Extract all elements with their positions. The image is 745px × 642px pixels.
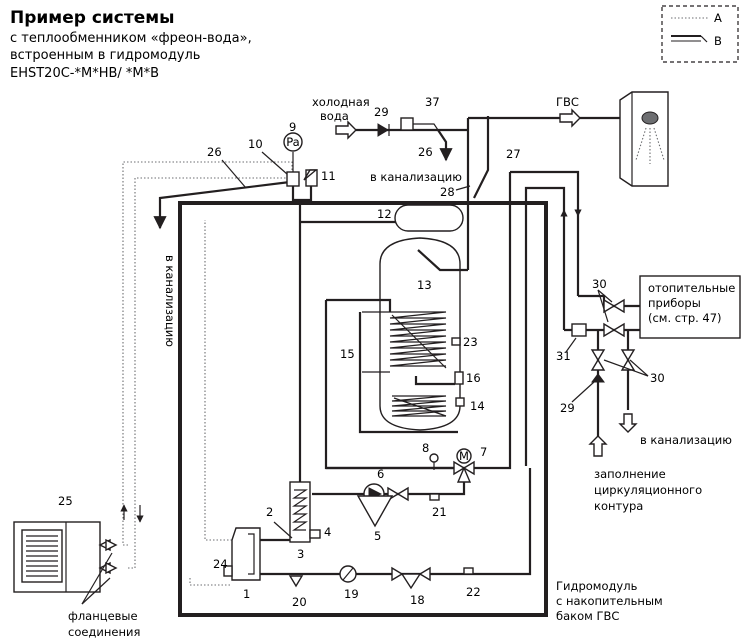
cold-water-label-2: вода [320,109,349,123]
label-26-left: 26 [207,145,222,159]
label-11: 11 [321,169,336,183]
label-31: 31 [556,349,571,363]
cold-water-arrow-icon [335,120,357,140]
refrigerant-heat-exchanger [231,527,261,581]
lower-coil-icon [391,395,447,417]
label-23: 23 [463,335,478,349]
drain-pipe-left [153,180,291,230]
shower-icon [619,91,669,187]
drain-label-right: в канализацию [640,433,732,447]
label-4: 4 [324,525,331,539]
label-21: 21 [432,505,447,519]
label-25: 25 [58,494,73,508]
pa-label: Pa [286,135,299,149]
cold-water-label-1: холодная [312,95,370,109]
three-way-valve-icon: M [453,448,475,483]
outdoor-unit [13,504,144,593]
label-7: 7 [480,445,487,459]
label-2: 2 [266,505,273,519]
hydromodule-frame [178,201,548,617]
drain-label-left: в канализацию [163,255,177,347]
strainer-icon [356,495,394,528]
label-29-bottom: 29 [560,401,575,415]
drain-label-top: в канализацию [370,170,462,184]
heaters-label-2: приборы [648,296,701,310]
label-30-top: 30 [592,277,607,291]
label-30-bottom: 30 [650,371,665,385]
expansion-vessel [394,204,464,232]
relief-valve-icon [286,171,300,187]
subtitle-line-1: с теплообменником «фреон-вода», [10,31,252,46]
legend-a-label: A [714,11,722,25]
label-15: 15 [340,347,355,361]
subtitle-line-2: встроенным в гидромодуль [10,48,200,63]
fill-label-3: контура [594,499,643,513]
strainer-valve-icon [391,566,431,590]
label-37: 37 [425,95,440,109]
sensor-icon [429,453,439,463]
valve-icon [603,298,625,338]
hydromodule-label-2: с накопительным [556,594,663,608]
motor-label: M [459,449,469,463]
hydromodule-label-3: баком ГВС [556,609,619,623]
dhw-label: ГВС [556,95,579,109]
hydromodule-label-1: Гидромодуль [556,579,638,593]
label-29-top: 29 [374,105,389,119]
heaters-label-3: (см. стр. 47) [648,311,722,325]
dhw-arrow-icon [559,108,581,128]
coil-icon [389,311,447,369]
drain-arrow-icon [618,413,638,433]
heating-supply-pipe [510,170,580,296]
flange-label-2: соединения [68,625,140,639]
label-24: 24 [213,557,228,571]
label-8: 8 [422,441,429,455]
legend-b-label: B [714,34,722,48]
pressure-gauge: Pa [283,132,303,172]
label-16: 16 [466,371,481,385]
drain-cock-icon [288,575,304,588]
label-19: 19 [344,587,359,601]
subtitle-line-3: EHST20C-*M*HB/ *M*B [10,66,159,81]
plate-heat-exchanger [289,481,311,543]
fan-grille-icon [26,535,58,577]
label-12: 12 [377,207,392,221]
label-26-top: 26 [418,145,433,159]
pressure-switch-icon [571,323,587,337]
label-20: 20 [292,595,307,609]
label-13: 13 [417,278,432,292]
label-22: 22 [466,585,481,599]
label-14: 14 [470,399,485,413]
label-9: 9 [289,120,296,134]
label-28: 28 [440,185,455,199]
fill-label-1: заполнение [594,467,666,481]
label-27: 27 [506,147,521,161]
check-valve-icon [377,123,389,137]
label-6: 6 [377,467,384,481]
fill-label-2: циркуляционного [594,483,702,497]
diagram-title: Пример системы [10,8,175,28]
label-5: 5 [374,529,381,543]
legend: A B [661,5,739,63]
heaters-label-1: отопительные [648,281,735,295]
flange-label-1: фланцевые [68,609,138,623]
safety-valve-icon [400,117,414,131]
label-3: 3 [297,547,304,561]
label-18: 18 [410,593,425,607]
label-10: 10 [248,137,263,151]
heaters-box [639,275,741,339]
label-1: 1 [243,587,250,601]
control-wiring [122,161,293,586]
fill-arrow-icon [588,435,608,457]
